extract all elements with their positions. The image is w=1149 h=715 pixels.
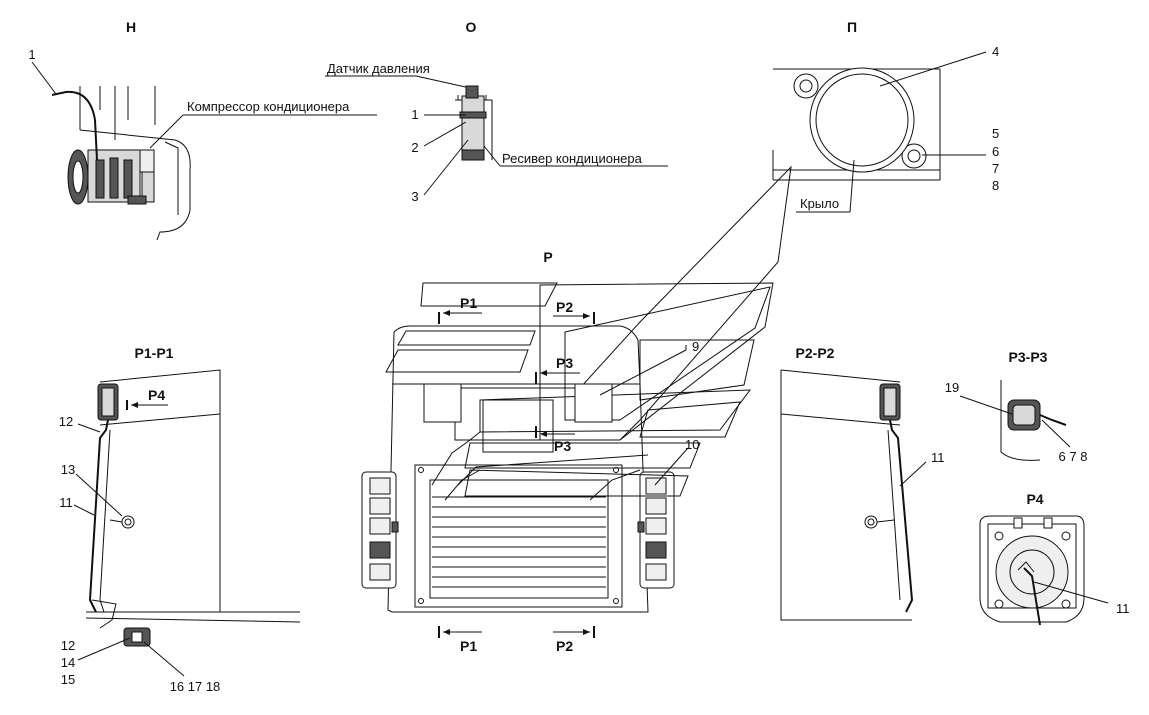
callout-p-5: 5: [992, 126, 999, 141]
section-mark-r3-bottom: Р3: [535, 426, 575, 454]
section-mark-r1-top: Р1: [438, 295, 482, 324]
callout-a-14: 14: [61, 655, 75, 670]
view-o: О Датчик давления 1 2 3 Ресивер кондицио…: [325, 19, 668, 204]
view-r3-r3: Р3-Р3 19 6 7 8: [945, 349, 1088, 464]
callout-r-10: 10: [685, 437, 699, 452]
svg-text:Р3: Р3: [556, 355, 573, 371]
view-p-title: П: [847, 19, 857, 35]
section-mark-r2-bottom: Р2: [553, 626, 595, 654]
section-mark-r3-top: Р3: [535, 355, 580, 384]
svg-text:Р4: Р4: [148, 387, 165, 403]
callout-a-12b: 12: [61, 638, 75, 653]
view-r3-r3-title: Р3-Р3: [1009, 349, 1048, 365]
view-r: Р: [361, 165, 792, 654]
view-r4-title: Р4: [1026, 491, 1043, 507]
section-mark-r2-top: Р2: [553, 299, 595, 324]
section-mark-r4: Р4: [126, 387, 168, 410]
callout-a-15: 15: [61, 672, 75, 687]
callout-d-11: 11: [1116, 601, 1130, 616]
svg-text:Р1: Р1: [460, 295, 477, 311]
view-r1-r1-title: Р1-Р1: [135, 345, 174, 361]
callout-p-4: 4: [992, 44, 999, 59]
callout-a-11: 11: [59, 495, 73, 510]
view-r1-r1: Р1-Р1 Р4 12 13 11 12 14 15 16 17 18: [59, 345, 301, 694]
callout-o-2: 2: [411, 140, 418, 155]
callout-r-9: 9: [692, 339, 699, 354]
view-r2-r2-title: Р2-Р2: [796, 345, 835, 361]
view-n-title: Н: [126, 19, 136, 35]
svg-text:Р2: Р2: [556, 638, 573, 654]
view-n: Н 1 Компрессор кондиционера: [28, 19, 377, 241]
callout-p-8: 8: [992, 178, 999, 193]
view-p: П 4 5 6 7 8 Крыло: [772, 19, 999, 213]
callout-o-1: 1: [411, 107, 418, 122]
svg-text:Р2: Р2: [556, 299, 573, 315]
label-pressure-sensor: Датчик давления: [327, 61, 430, 76]
harness-panels: [385, 165, 792, 501]
label-compressor: Компрессор кондиционера: [187, 99, 350, 114]
callout-c-6-7-8: 6 7 8: [1059, 449, 1088, 464]
grille-slats: [432, 496, 606, 588]
callout-n-1: 1: [28, 47, 35, 62]
view-r2-r2: Р2-Р2 11: [780, 345, 945, 621]
svg-text:Р1: Р1: [460, 638, 477, 654]
view-r4: Р4 11: [979, 491, 1130, 626]
view-o-title: О: [466, 19, 477, 35]
callout-a-16-17-18: 16 17 18: [170, 679, 221, 694]
label-wing: Крыло: [800, 196, 839, 211]
callout-o-3: 3: [411, 189, 418, 204]
callout-p-6: 6: [992, 144, 999, 159]
callout-c-19: 19: [945, 380, 959, 395]
view-r-title: Р: [543, 249, 552, 265]
callout-a-12: 12: [59, 414, 73, 429]
callout-p-7: 7: [992, 161, 999, 176]
label-receiver: Ресивер кондиционера: [502, 151, 643, 166]
callout-b-11: 11: [931, 450, 945, 465]
section-mark-r1-bottom: Р1: [438, 626, 482, 654]
callout-a-13: 13: [61, 462, 75, 477]
svg-text:Р3: Р3: [554, 438, 571, 454]
